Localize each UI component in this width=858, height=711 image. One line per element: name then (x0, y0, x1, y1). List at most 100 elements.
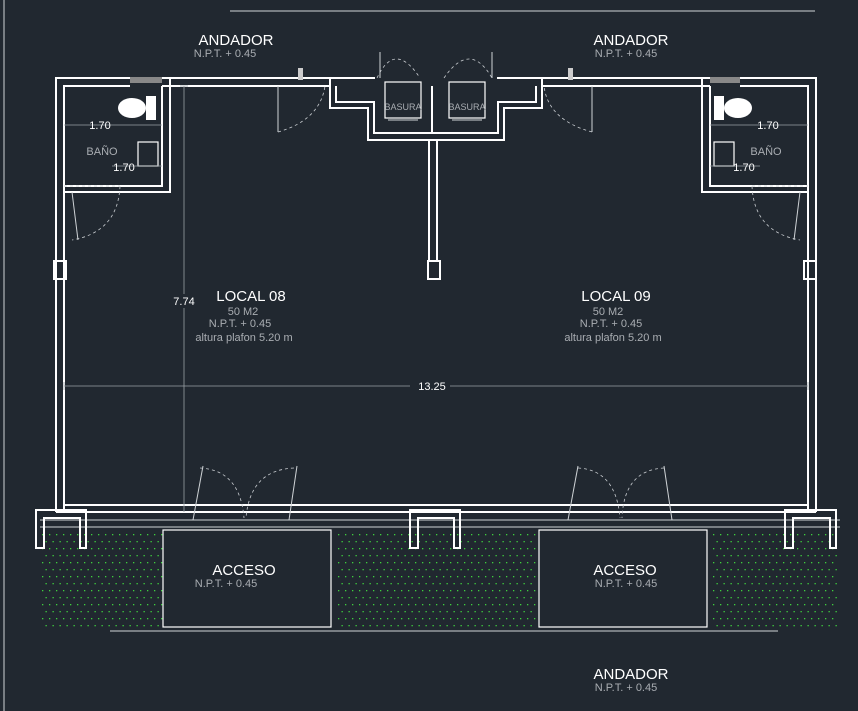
vegetation-dot (408, 576, 410, 578)
vegetation-dot (84, 562, 86, 564)
vegetation-dot (765, 611, 767, 613)
vegetation-dot (804, 590, 806, 592)
vegetation-dot (91, 618, 93, 620)
vegetation-dot (779, 555, 781, 557)
unit-area: 50 M2 (228, 306, 259, 318)
walkway-title: ANDADOR (593, 666, 668, 683)
vegetation-dot (133, 618, 135, 620)
vegetation-dot (341, 625, 343, 627)
vegetation-dot (84, 618, 86, 620)
vegetation-dot (352, 590, 354, 592)
vegetation-dot (397, 611, 399, 613)
vegetation-dot (779, 611, 781, 613)
vegetation-dot (108, 583, 110, 585)
vegetation-dot (751, 541, 753, 543)
vegetation-dot (359, 534, 361, 536)
vegetation-dot (157, 583, 159, 585)
vegetation-dot (446, 541, 448, 543)
vegetation-dot (404, 611, 406, 613)
vegetation-dot (436, 576, 438, 578)
vegetation-dot (425, 597, 427, 599)
vegetation-dot (70, 548, 72, 550)
vegetation-dot (352, 562, 354, 564)
vegetation-dot (513, 562, 515, 564)
vegetation-dot (807, 555, 809, 557)
vegetation-dot (422, 562, 424, 564)
unit-ceiling-height: altura plafon 5.20 m (564, 332, 661, 344)
vegetation-dot (495, 583, 497, 585)
vegetation-dot (800, 541, 802, 543)
vegetation-dot (94, 611, 96, 613)
vegetation-dot (807, 569, 809, 571)
vegetation-dot (790, 576, 792, 578)
vegetation-dot (513, 618, 515, 620)
access-pad-right (538, 529, 708, 628)
vegetation-dot (814, 541, 816, 543)
vegetation-dot (471, 548, 473, 550)
vegetation-dot (800, 597, 802, 599)
vegetation-dot (814, 611, 816, 613)
vegetation-dot (133, 534, 135, 536)
vegetation-dot (397, 625, 399, 627)
vegetation-dot (45, 597, 47, 599)
vegetation-dot (478, 548, 480, 550)
exterior-walls (55, 77, 817, 513)
vegetation-dot (373, 534, 375, 536)
vegetation-dot (509, 555, 511, 557)
vegetation-dot (394, 548, 396, 550)
bathroom-label: BAÑO (750, 145, 782, 158)
vegetation-dot (509, 569, 511, 571)
vegetation-dot (66, 541, 68, 543)
vegetation-dot (523, 583, 525, 585)
vegetation-dot (355, 611, 357, 613)
vegetation-dot (401, 618, 403, 620)
vegetation-dot (84, 590, 86, 592)
vegetation-dot (98, 604, 100, 606)
vegetation-dot (495, 611, 497, 613)
vegetation-dot (401, 534, 403, 536)
vegetation-dot (404, 555, 406, 557)
vegetation-dot (359, 590, 361, 592)
vegetation-dot (52, 569, 54, 571)
vegetation-dot (734, 548, 736, 550)
vegetation-dot (42, 562, 44, 564)
vegetation-dot (765, 541, 767, 543)
vegetation-dot (432, 555, 434, 557)
vegetation-dot (404, 583, 406, 585)
vegetation-dot (506, 576, 508, 578)
vegetation-dot (369, 597, 371, 599)
vegetation-dot (161, 534, 163, 536)
vegetation-dot (101, 583, 103, 585)
toilet-tank-icon (714, 96, 724, 120)
vegetation-dot (122, 625, 124, 627)
vegetation-dot (397, 555, 399, 557)
vegetation-dot (720, 590, 722, 592)
vegetation-dot (474, 555, 476, 557)
vegetation-dot (783, 548, 785, 550)
vegetation-dot (502, 597, 504, 599)
vegetation-dot (122, 541, 124, 543)
vegetation-dot (765, 597, 767, 599)
vegetation-dot (362, 583, 364, 585)
vegetation-dot (345, 576, 347, 578)
vegetation-dot (348, 625, 350, 627)
vegetation-dot (422, 618, 424, 620)
vegetation-dot (734, 576, 736, 578)
vegetation-dot (418, 569, 420, 571)
vegetation-dot (80, 541, 82, 543)
overall-depth-dimension: 7.74 (173, 296, 194, 308)
vegetation-dot (506, 604, 508, 606)
vegetation-dot (464, 618, 466, 620)
vegetation-dot (161, 590, 163, 592)
vegetation-dot (751, 583, 753, 585)
vegetation-dot (523, 611, 525, 613)
vegetation-dot (446, 625, 448, 627)
vegetation-dot (105, 590, 107, 592)
vegetation-dot (108, 569, 110, 571)
vegetation-dot (509, 541, 511, 543)
vegetation-dot (713, 576, 715, 578)
vegetation-dot (429, 604, 431, 606)
vegetation-dot (101, 555, 103, 557)
vegetation-dot (506, 548, 508, 550)
vegetation-dot (348, 569, 350, 571)
